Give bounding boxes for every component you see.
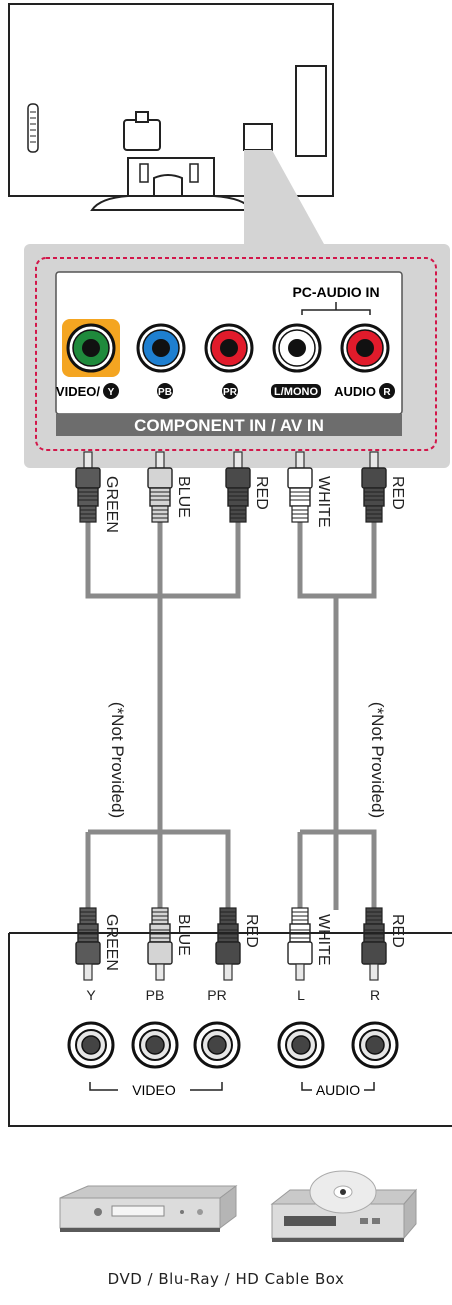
device-port-2: PR (193, 987, 241, 1069)
top-plug-label-1: BLUE (175, 476, 192, 518)
cables (85, 520, 377, 910)
badge-pr: PR (222, 383, 238, 399)
not-provided-video: (*Not Provided) (108, 702, 127, 818)
device-port-0: Y (67, 987, 115, 1069)
bottom-plug-1 (147, 907, 173, 981)
svg-text:R: R (370, 987, 380, 1003)
dvd-player-icon (59, 1185, 238, 1232)
badge-y: Y (103, 383, 119, 399)
panel-jack-2 (204, 323, 254, 373)
svg-text:PB: PB (158, 387, 172, 398)
svg-text:Y: Y (108, 387, 115, 398)
badge-lmono: L/MONO (271, 384, 321, 398)
panel-jacks: VIDEO/Y PB PR L/MONO AUDIO R (56, 323, 395, 399)
badge-r: R (379, 383, 395, 399)
device-ports: Y PB PR L R (67, 987, 399, 1069)
bottom-plug-3 (287, 907, 313, 981)
svg-text:Y: Y (86, 987, 96, 1003)
jack-label-audio: AUDIO (334, 384, 376, 399)
bottom-plug-label-2: RED (243, 914, 260, 948)
svg-text:PR: PR (207, 987, 226, 1003)
badge-pb: PB (157, 383, 173, 399)
video-cable (85, 520, 241, 910)
top-plug-label-4: RED (389, 476, 406, 510)
top-plug-label-0: GREEN (103, 476, 120, 533)
device-caption: DVD / Blu-Ray / HD Cable Box (107, 1270, 345, 1288)
svg-text:PB: PB (146, 987, 165, 1003)
panel-jack-4 (340, 323, 390, 373)
tv-speaker-grille (27, 103, 39, 153)
component-bar-label: COMPONENT IN / AV IN (134, 416, 324, 435)
svg-text:L/MONO: L/MONO (274, 386, 318, 398)
bottom-plug-label-4: RED (389, 914, 406, 948)
top-plugs: GREEN BLUE RED WHITE RED (75, 451, 406, 533)
tv-stand-base (90, 195, 254, 211)
top-plug-label-2: RED (253, 476, 270, 510)
zoom-callout (244, 150, 324, 244)
not-provided-audio: (*Not Provided) (368, 702, 387, 818)
svg-text:L: L (297, 987, 305, 1003)
bottom-plug-4 (361, 907, 387, 981)
bottom-plugs: GREEN BLUE RED WHITE RED (75, 907, 406, 981)
jack-label-video: VIDEO/ (56, 384, 100, 399)
bottom-plug-label-1: BLUE (175, 914, 192, 956)
tv-back-illustration (8, 3, 334, 211)
audio-cable (297, 520, 377, 910)
panel-jack-3 (272, 323, 322, 373)
tv-input-panel: PC-AUDIO IN VIDEO/Y PB PR L/MONO AUDIO R COMP… (24, 244, 450, 468)
top-plug-label-3: WHITE (315, 476, 332, 528)
device-port-4: R (351, 987, 399, 1069)
bottom-plug-label-0: GREEN (103, 914, 120, 971)
component-bar (56, 414, 402, 436)
audio-group-label: AUDIO (316, 1082, 360, 1098)
bottom-plug-0 (75, 907, 101, 981)
panel-jack-0 (66, 323, 116, 373)
video-group-label: VIDEO (132, 1082, 176, 1098)
panel-jack-1 (136, 323, 186, 373)
device-panel: Y PB PR L R VIDEO AUDIO (8, 932, 452, 1127)
svg-text:PR: PR (223, 387, 238, 398)
device-port-3: L (277, 987, 325, 1069)
svg-text:R: R (383, 387, 391, 398)
hd-cable-box-icon (270, 1170, 418, 1242)
bottom-plug-label-3: WHITE (315, 914, 332, 966)
bottom-plug-2 (215, 907, 241, 981)
device-port-1: PB (131, 987, 179, 1069)
pc-audio-label: PC-AUDIO IN (292, 284, 379, 300)
tv-input-port (243, 123, 273, 151)
